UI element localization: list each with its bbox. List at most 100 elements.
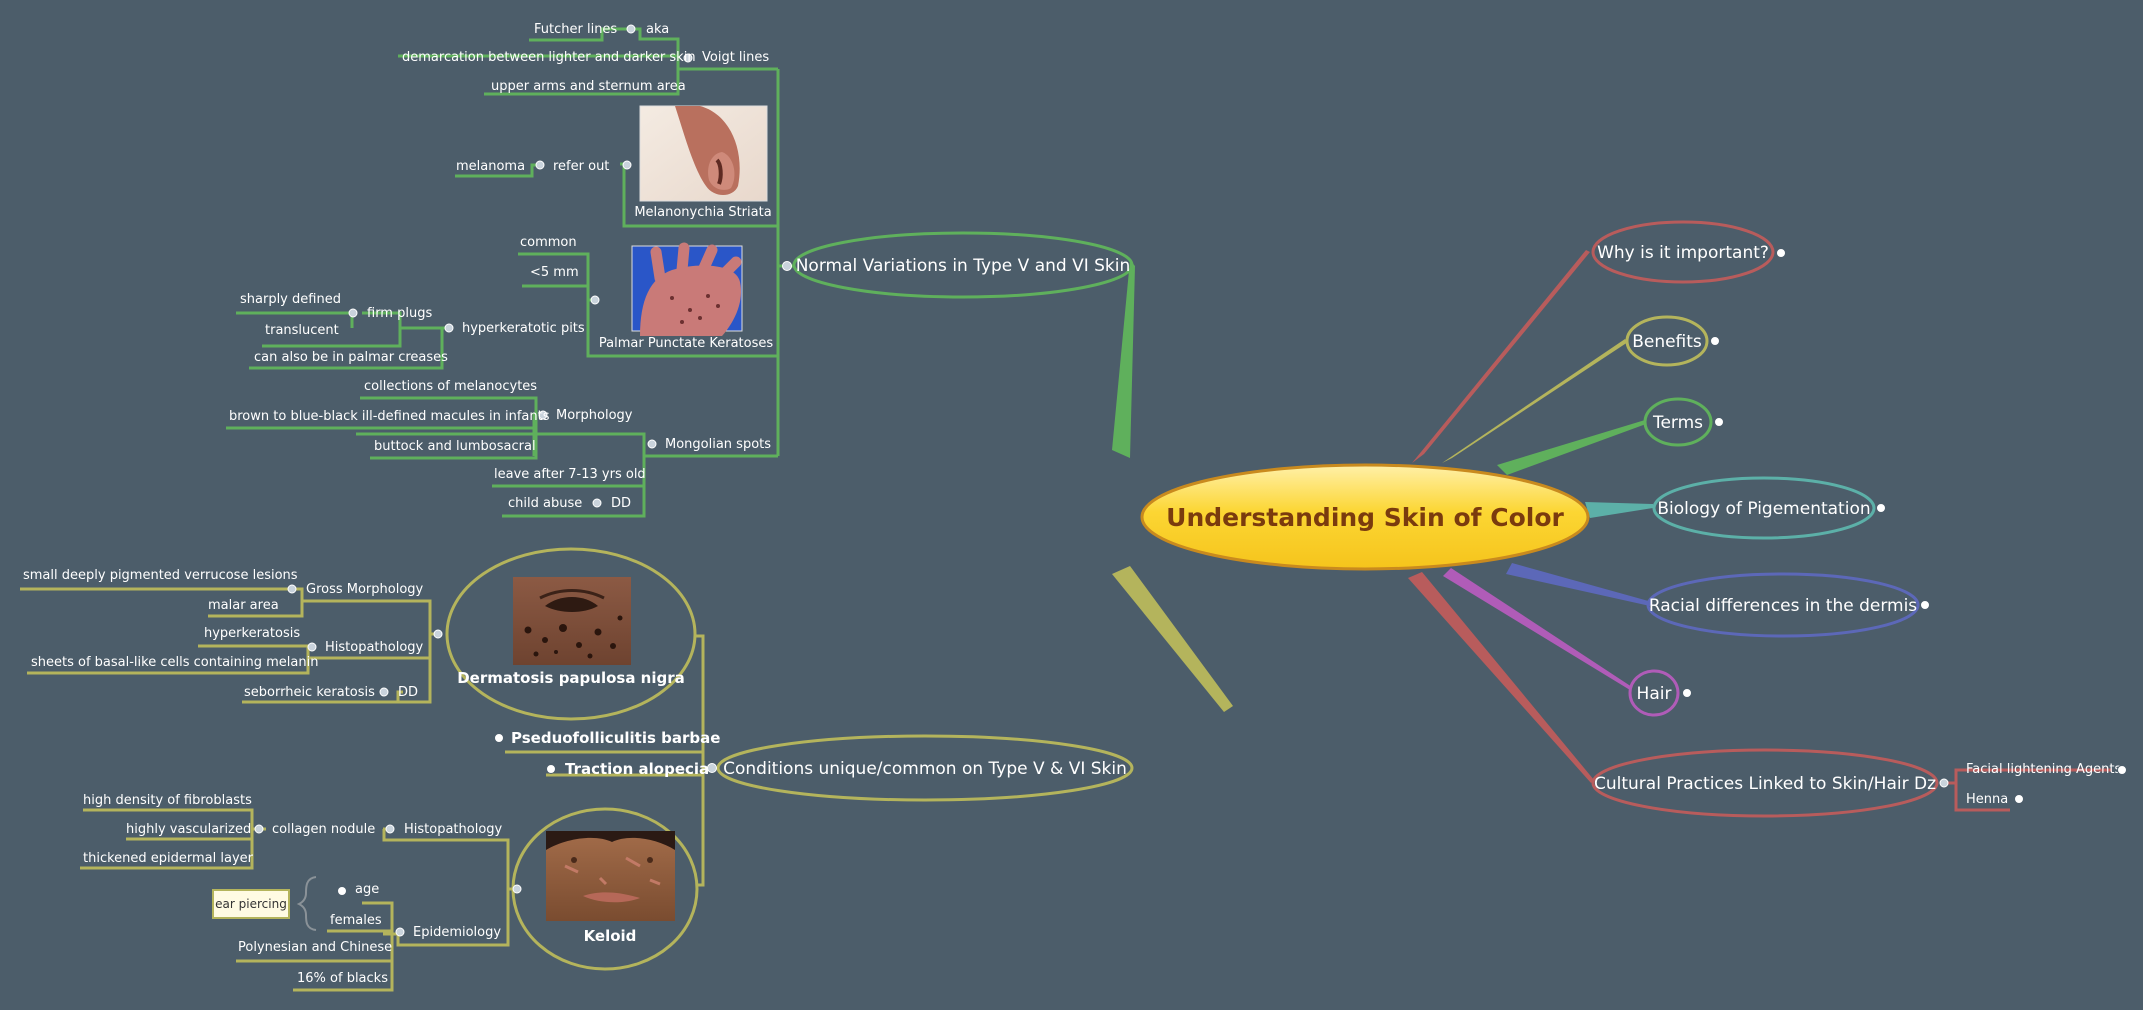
expand-icon[interactable] — [2014, 794, 2024, 804]
keloid-caption: Keloid — [584, 927, 637, 945]
topic-biology[interactable]: Biology of Pigementation — [1652, 476, 1886, 540]
keloid-histopathology[interactable]: Histopathology — [404, 822, 503, 837]
dpn-seborrheic[interactable]: seborrheic keratosis — [244, 685, 375, 700]
futcher-lines[interactable]: Futcher lines — [534, 22, 617, 37]
topic-why[interactable]: Why is it important? — [1591, 220, 1786, 284]
voigt-lines-label[interactable]: Voigt lines — [702, 50, 769, 65]
subtopic-facial-lightening[interactable]: Facial lightening Agents — [1966, 762, 2121, 777]
central-topic[interactable]: Understanding Skin of Color — [1140, 463, 1590, 571]
expand-icon[interactable] — [494, 733, 504, 743]
brace-icon — [296, 876, 317, 931]
keloid-node[interactable]: Keloid — [511, 807, 699, 971]
dpn-dd[interactable]: DD — [398, 685, 418, 700]
branch-dot — [287, 584, 297, 594]
topic-cultural-label: Cultural Practices Linked to Skin/Hair D… — [1594, 774, 1936, 794]
expand-icon[interactable] — [2117, 765, 2127, 775]
dpn-basal-cells[interactable]: sheets of basal-like cells containing me… — [31, 655, 318, 670]
palmar-caption: Palmar Punctate Keratoses — [599, 336, 773, 351]
expand-icon[interactable] — [337, 886, 347, 896]
expand-icon[interactable] — [1876, 503, 1886, 513]
palmar-common[interactable]: common — [520, 235, 577, 250]
dpn-hyperkeratosis[interactable]: hyperkeratosis — [204, 626, 300, 641]
melanonychia-image — [639, 105, 768, 202]
branch-dot — [590, 295, 600, 305]
branch-dot — [538, 410, 548, 420]
expand-icon[interactable] — [1682, 688, 1692, 698]
branch-dot — [707, 763, 717, 773]
normal-variations-branch — [226, 27, 794, 518]
topic-benefits[interactable]: Benefits — [1625, 315, 1720, 367]
expand-icon[interactable] — [1920, 600, 1930, 610]
morph-buttock[interactable]: buttock and lumbosacral — [374, 439, 536, 454]
branch-dot — [444, 323, 454, 333]
plug-sharply-defined[interactable]: sharply defined — [240, 292, 341, 307]
dpn-verrucose[interactable]: small deeply pigmented verrucose lesions — [23, 568, 298, 583]
aka-label[interactable]: aka — [646, 22, 669, 37]
epi-polynesian[interactable]: Polynesian and Chinese — [238, 940, 392, 955]
branch-dot — [535, 160, 545, 170]
topic-racial-label: Racial differences in the dermis — [1649, 596, 1917, 616]
nodule-vascularized[interactable]: highly vascularized — [126, 822, 251, 837]
topic-cultural[interactable]: Cultural Practices Linked to Skin/Hair D… — [1591, 748, 1939, 818]
branch-why — [1412, 250, 1590, 463]
central-title: Understanding Skin of Color — [1166, 503, 1564, 532]
topic-why-label: Why is it important? — [1597, 243, 1769, 263]
topic-benefits-label: Benefits — [1632, 332, 1702, 352]
pseudofolliculitis[interactable]: Pseduofolliculitis barbae — [511, 729, 720, 747]
topic-hair-label: Hair — [1637, 684, 1672, 704]
expand-icon[interactable] — [1710, 336, 1720, 346]
dpn-gross-morphology[interactable]: Gross Morphology — [306, 582, 424, 597]
nodule-fibroblasts[interactable]: high density of fibroblasts — [83, 793, 252, 808]
keloid-image — [546, 831, 675, 921]
leave-after-age[interactable]: leave after 7-13 yrs old — [494, 467, 646, 482]
keloid-epidemiology[interactable]: Epidemiology — [413, 925, 501, 940]
topic-terms[interactable]: Terms — [1643, 397, 1724, 447]
expand-icon[interactable] — [546, 764, 556, 774]
traction-alopecia[interactable]: Traction alopecia — [565, 760, 709, 778]
subtopic-henna[interactable]: Henna — [1966, 792, 2008, 807]
hyperkeratotic-pits[interactable]: hyperkeratotic pits — [462, 321, 585, 336]
dpn-node[interactable]: Dermatosis papulosa nigra — [445, 547, 697, 721]
branch-dot — [385, 824, 395, 834]
branch-normal — [1112, 260, 1135, 458]
palmar-size[interactable]: <5 mm — [530, 265, 579, 280]
expand-icon[interactable] — [1714, 417, 1724, 427]
topic-conditions[interactable]: Conditions unique/common on Type V & VI … — [716, 734, 1134, 802]
morph-macules[interactable]: brown to blue-black ill-defined macules … — [229, 409, 550, 424]
dpn-histopathology[interactable]: Histopathology — [325, 640, 424, 655]
mongolian-dd[interactable]: DD — [611, 496, 631, 511]
topic-normal-label: Normal Variations in Type V and VI Skin — [796, 256, 1131, 276]
palmar-creases[interactable]: can also be in palmar creases — [254, 350, 448, 365]
refer-out[interactable]: refer out — [553, 159, 609, 174]
melanonychia-caption: Melanonychia Striata — [634, 205, 771, 220]
child-abuse[interactable]: child abuse — [508, 496, 582, 511]
branch-conditions — [1112, 566, 1233, 712]
voigt-upper-arms[interactable]: upper arms and sternum area — [491, 79, 686, 94]
epi-age[interactable]: age — [355, 882, 379, 897]
collagen-nodule[interactable]: collagen nodule — [272, 822, 375, 837]
topic-normal[interactable]: Normal Variations in Type V and VI Skin — [792, 231, 1134, 299]
nodule-epidermal[interactable]: thickened epidermal layer — [83, 851, 254, 866]
branch-dot — [782, 261, 792, 271]
palmar-keratoses-image — [631, 242, 743, 336]
epi-blacks[interactable]: 16% of blacks — [297, 971, 388, 986]
topic-hair[interactable]: Hair — [1628, 669, 1692, 717]
firm-plugs[interactable]: firm plugs — [367, 306, 432, 321]
expand-icon[interactable] — [1776, 248, 1786, 258]
topic-racial[interactable]: Racial differences in the dermis — [1646, 572, 1930, 638]
branch-dot — [307, 642, 317, 652]
epi-females[interactable]: females — [330, 913, 382, 928]
ear-piercing-note[interactable]: ear piercing — [212, 889, 290, 919]
dpn-malar[interactable]: malar area — [208, 598, 279, 613]
branch-dot — [512, 884, 522, 894]
morphology-label[interactable]: Morphology — [556, 408, 633, 423]
voigt-demarcation[interactable]: demarcation between lighter and darker s… — [402, 50, 696, 65]
topic-conditions-label: Conditions unique/common on Type V & VI … — [723, 759, 1127, 779]
melanoma[interactable]: melanoma — [456, 159, 525, 174]
plug-translucent[interactable]: translucent — [265, 323, 339, 338]
morph-collections[interactable]: collections of melanocytes — [364, 379, 537, 394]
mongolian-spots-label[interactable]: Mongolian spots — [665, 437, 771, 452]
topic-terms-label: Terms — [1652, 413, 1703, 433]
branch-dot — [254, 824, 264, 834]
